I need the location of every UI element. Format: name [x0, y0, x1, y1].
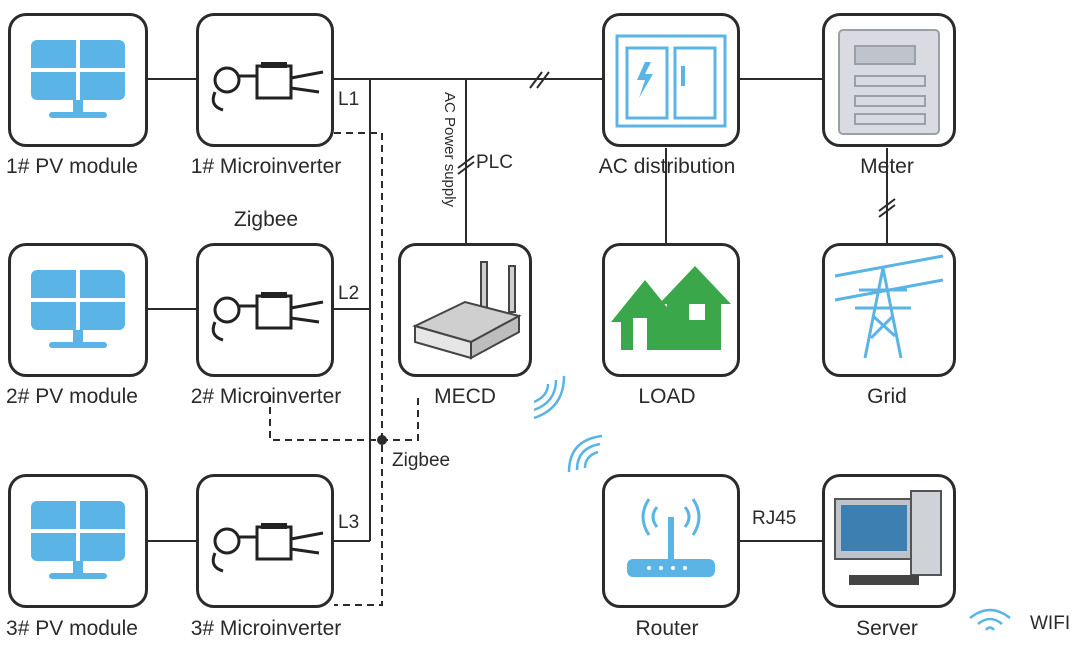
microinverter-3 — [196, 474, 334, 608]
meter-box — [822, 13, 956, 147]
house-icon — [611, 266, 731, 350]
mecd-label: MECD — [434, 385, 496, 408]
load-box — [602, 243, 740, 377]
line-l2-label: L2 — [338, 283, 360, 304]
computer-icon — [834, 490, 942, 585]
zigbee-bus — [334, 132, 383, 606]
solar-panel-icon — [31, 40, 125, 118]
server-box — [822, 474, 956, 608]
microinverter-1-label: 1# Microinverter — [190, 155, 342, 178]
meter-label: Meter — [860, 155, 914, 178]
wifi-legend-label: WIFI — [1030, 613, 1071, 634]
zigbee-bottom-label: Zigbee — [392, 450, 451, 471]
rj45-label: RJ45 — [752, 508, 797, 529]
energy-meter-icon — [838, 29, 940, 135]
plc-label: PLC — [476, 152, 513, 173]
ac-power-supply-label: AC Power supply — [441, 92, 458, 208]
line-l1-label: L1 — [338, 89, 360, 110]
microinverter-1 — [196, 13, 334, 147]
microinverter-icon — [211, 523, 324, 573]
solar-panel-icon — [31, 270, 125, 348]
mecd-box — [398, 243, 532, 377]
pv-module-2 — [8, 243, 148, 377]
zigbee-junction — [377, 435, 387, 445]
pv-module-2-label: 2# PV module — [6, 385, 138, 408]
microinverter-2-label: 2# Microinverter — [190, 385, 342, 408]
grid-box — [822, 243, 956, 377]
line-l3-label: L3 — [338, 512, 360, 533]
router-box — [602, 474, 740, 608]
router-icon — [627, 498, 715, 577]
distribution-cabinet-icon — [615, 34, 727, 128]
microinverter-icon — [211, 62, 324, 112]
pv-module-1 — [8, 13, 148, 147]
grid-label: Grid — [867, 385, 907, 408]
pv-module-1-label: 1# PV module — [6, 155, 138, 178]
gateway-icon — [412, 261, 522, 360]
pv-module-3 — [8, 474, 148, 608]
pv-module-3-label: 3# PV module — [6, 617, 138, 640]
ac-distribution-box — [602, 13, 740, 147]
microinverter-icon — [211, 292, 324, 342]
server-label: Server — [856, 617, 918, 640]
microinverter-3-label: 3# Microinverter — [190, 617, 342, 640]
router-label: Router — [635, 617, 699, 640]
microinverter-2 — [196, 243, 334, 377]
solar-panel-icon — [31, 501, 125, 579]
load-label: LOAD — [638, 385, 696, 408]
zigbee-top-label: Zigbee — [233, 208, 299, 231]
ac-distribution-label: AC distribution — [598, 155, 736, 178]
power-tower-icon — [834, 254, 944, 359]
